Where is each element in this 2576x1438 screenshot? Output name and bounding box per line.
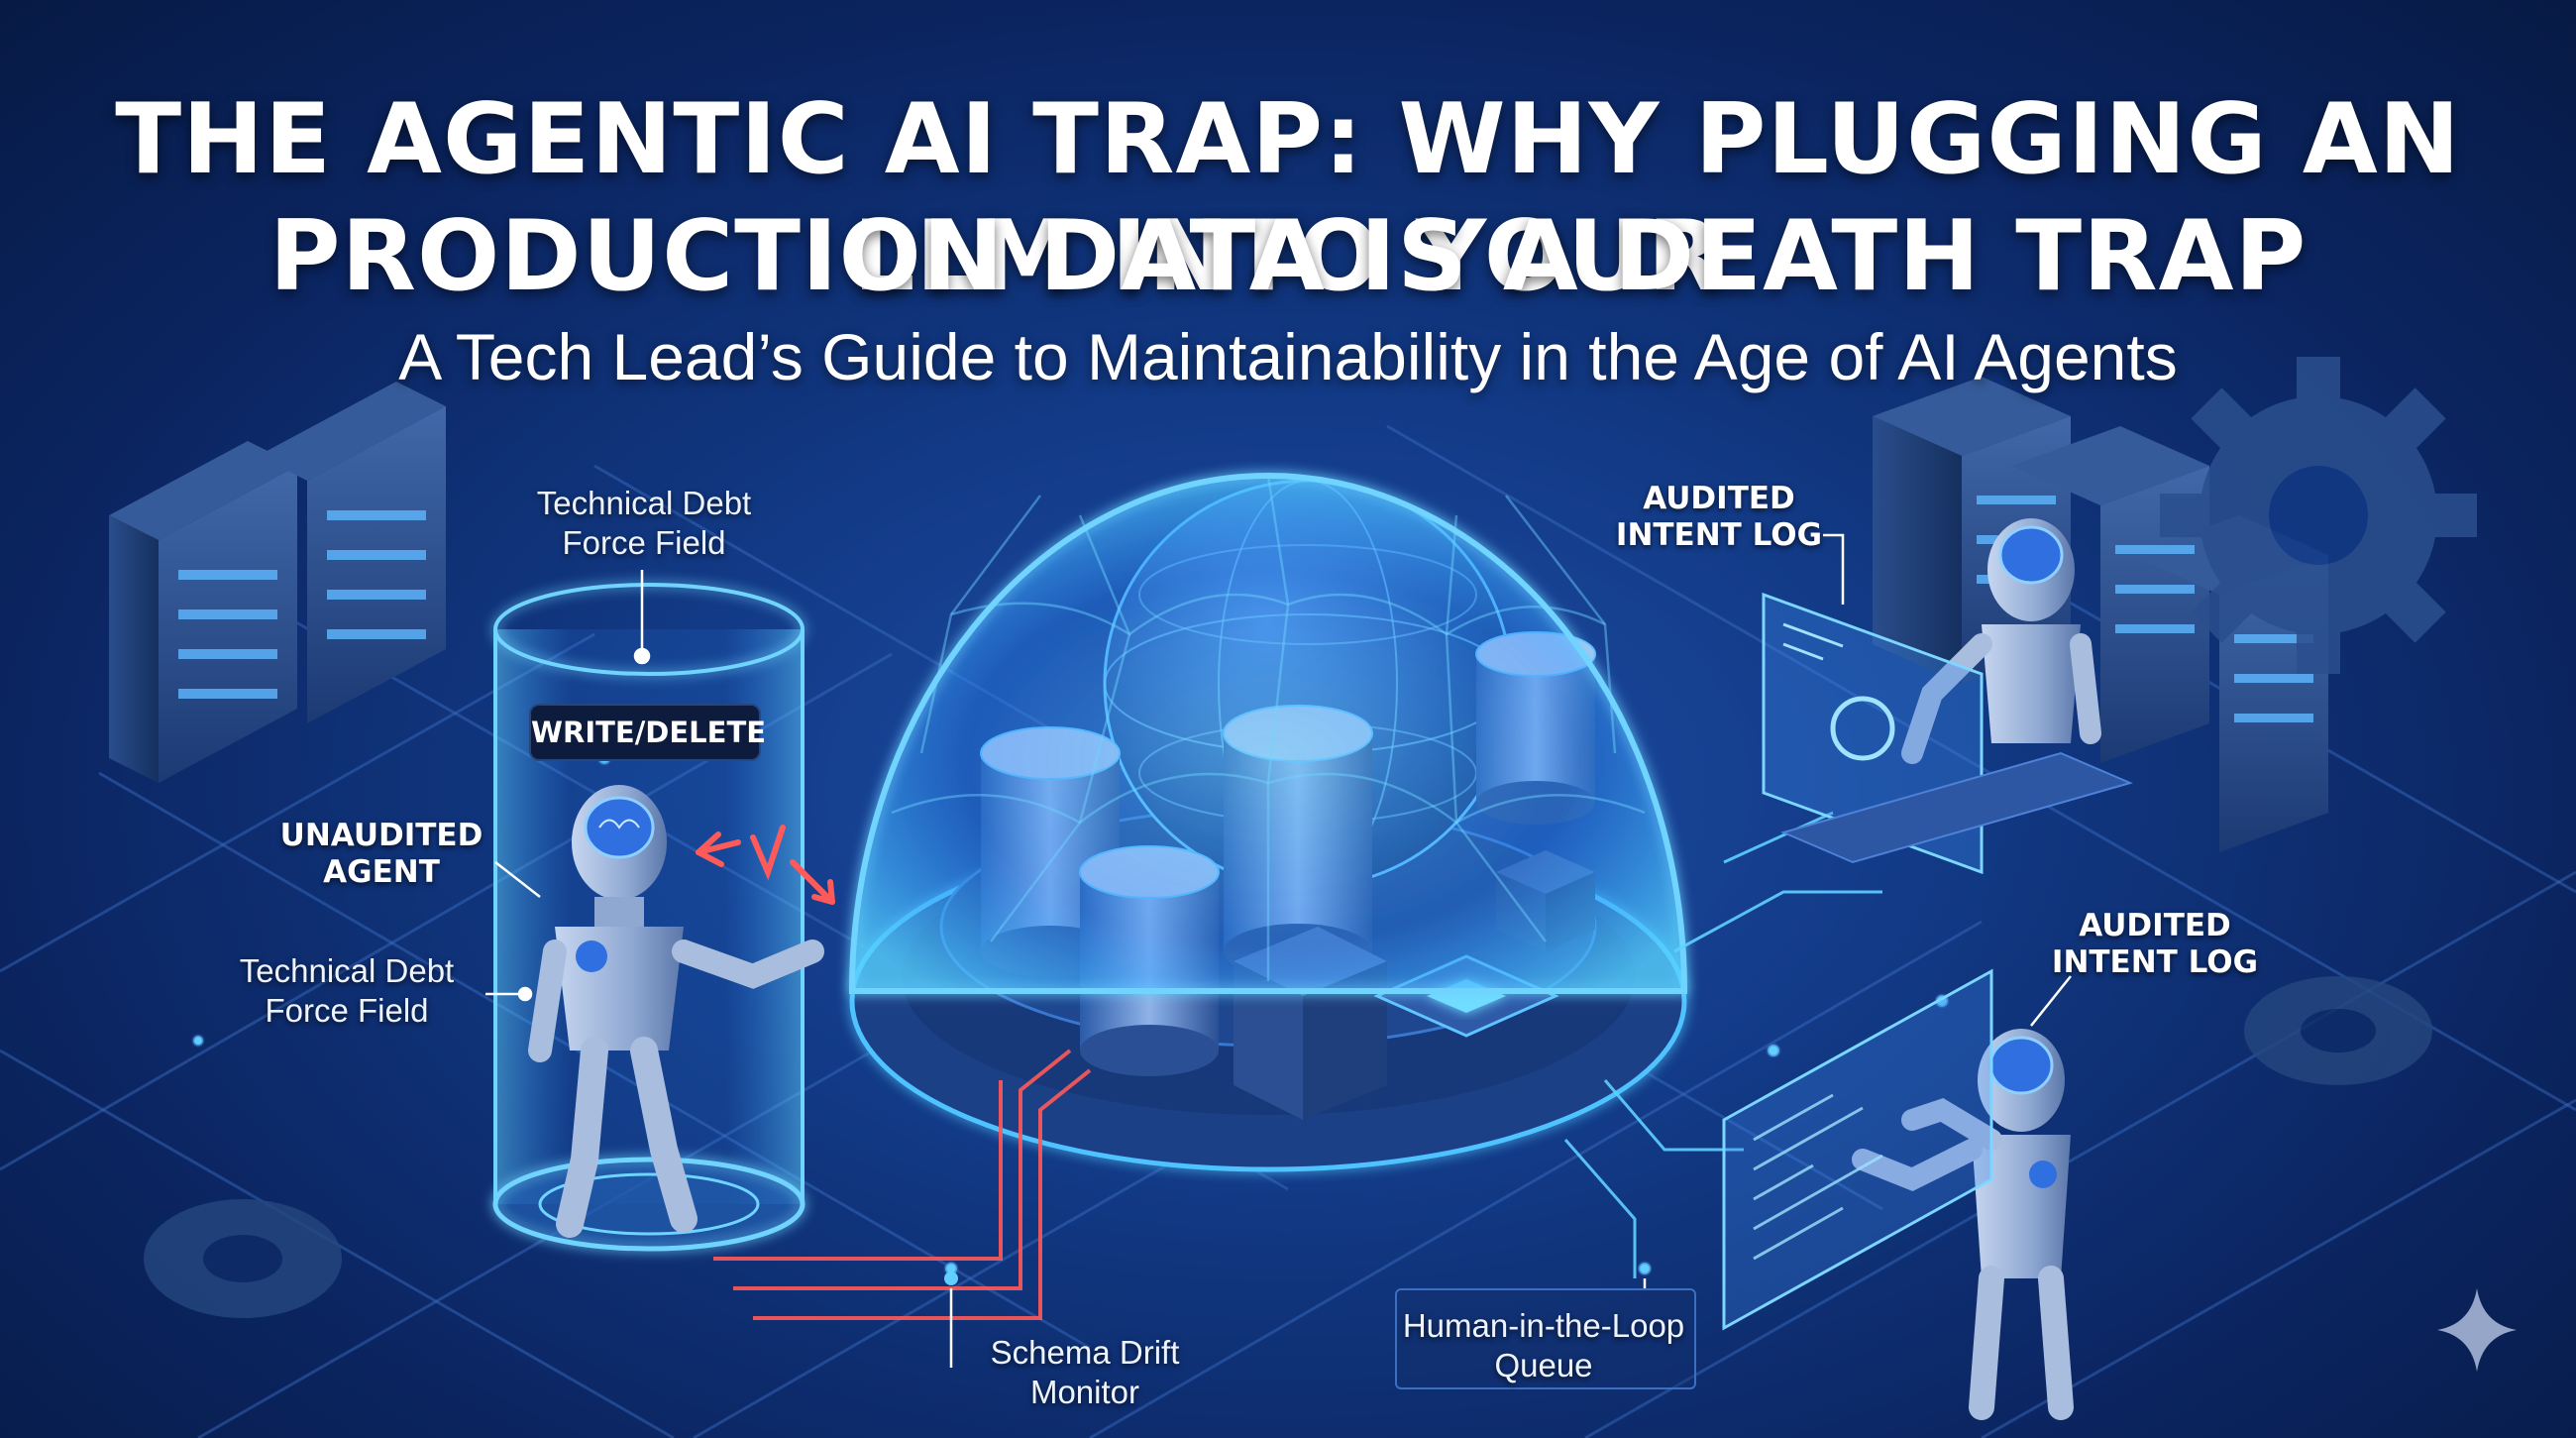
page-title-line-1: THE AGENTIC AI TRAP: WHY PLUGGING AN LLM… — [115, 83, 2461, 313]
gear-icon — [144, 1199, 342, 1318]
page-subtitle: A Tech Lead’s Guide to Maintainability i… — [398, 320, 2178, 393]
protection-dome — [848, 473, 1688, 994]
write-delete-badge: WRITE/DELETE — [529, 704, 766, 761]
robot-icon — [1852, 1029, 2074, 1420]
server-racks-left — [109, 382, 446, 783]
robot-icon — [528, 785, 824, 1238]
page-title-line-2: PRODUCTION DATA IS A DEATH TRAP — [268, 200, 2308, 313]
gear-icon — [2244, 976, 2432, 1085]
sparkle-icon — [2437, 1288, 2517, 1372]
broken-arrow-icon — [696, 825, 835, 905]
containment-tube — [492, 583, 805, 1252]
desk — [1780, 751, 2133, 864]
hitl-queue-box — [1395, 1288, 1696, 1389]
danger-traces — [713, 1049, 1092, 1320]
hologram-panel-bottom — [1722, 968, 1993, 1331]
gear-icon — [2160, 357, 2477, 674]
robot-icon — [1901, 518, 2101, 764]
